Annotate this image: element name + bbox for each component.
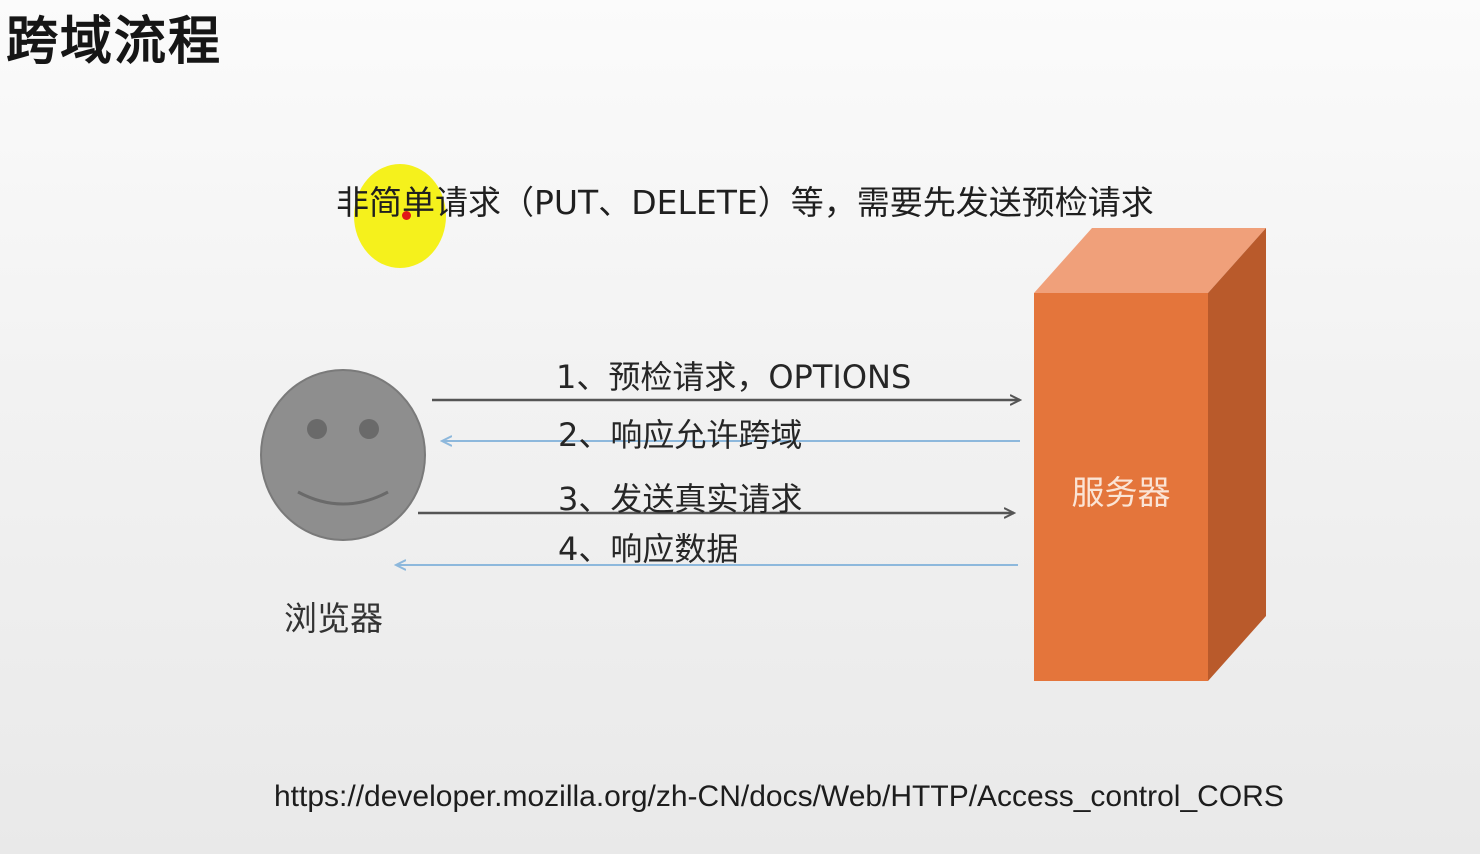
browser-label: 浏览器 [284,599,383,638]
step-1-label: 1、预检请求，OPTIONS [556,358,912,396]
step-2-label: 2、响应允许跨域 [558,416,803,454]
page-title: 跨域流程 [6,12,223,72]
laser-pointer-dot [402,211,411,220]
server-label: 服务器 [1071,473,1171,512]
cursor-highlight [354,164,446,268]
reference-link[interactable]: https://developer.mozilla.org/zh-CN/docs… [274,780,1284,813]
step-3-label: 3、发送真实请求 [558,480,803,518]
step-4-label: 4、响应数据 [558,530,739,568]
diagram-subtitle: 非简单请求（PUT、DELETE）等，需要先发送预检请求 [336,183,1154,222]
server-box-icon [1034,228,1266,681]
smiley-face-icon [260,369,426,541]
